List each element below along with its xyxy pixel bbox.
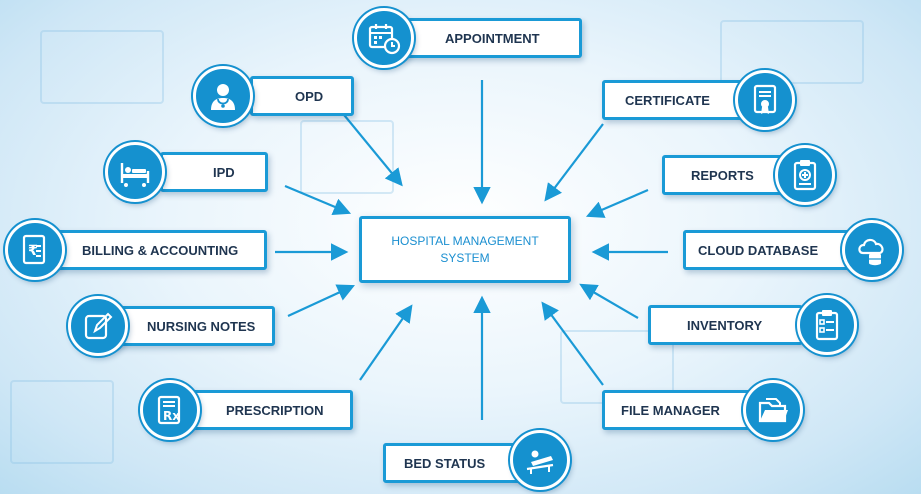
reports-label: REPORTS <box>691 167 754 183</box>
center-label: HOSPITAL MANAGEMENT SYSTEM <box>391 233 539 265</box>
file-manager-node[interactable]: FILE MANAGER <box>602 390 768 430</box>
doctor-icon <box>193 66 253 126</box>
background-decoration <box>40 30 164 104</box>
reports-node[interactable]: REPORTS <box>662 155 792 195</box>
cloud-database-label: CLOUD DATABASE <box>698 242 819 258</box>
cloud-database-icon <box>842 220 902 280</box>
opd-node[interactable]: OPD <box>250 76 354 116</box>
billing-accounting-node[interactable]: BILLING & ACCOUNTING <box>55 230 267 270</box>
edit-note-icon <box>68 296 128 356</box>
arrow-nursing <box>287 284 355 317</box>
nursing-notes-node[interactable]: NURSING NOTES <box>110 306 275 346</box>
opd-label: OPD <box>295 88 324 104</box>
certificate-node[interactable]: CERTIFICATE <box>602 80 752 120</box>
clipboard-report-icon <box>775 145 835 205</box>
prescription-label: PRESCRIPTION <box>226 402 324 418</box>
certificate-label: CERTIFICATE <box>625 92 710 108</box>
arrow-opd <box>339 109 403 187</box>
certificate-icon <box>735 70 795 130</box>
file-manager-label: FILE MANAGER <box>621 402 720 418</box>
bed-status-label: BED STATUS <box>404 455 486 471</box>
ipd-node[interactable]: IPD <box>160 152 268 192</box>
arrow-ipd <box>284 184 352 216</box>
arrow-inventory <box>579 283 639 319</box>
checklist-icon <box>797 295 857 355</box>
folder-icon <box>743 380 803 440</box>
rx-prescription-icon: Rx <box>140 380 200 440</box>
background-decoration <box>300 120 394 194</box>
arrow-reports <box>585 188 649 218</box>
svg-text:Rx: Rx <box>163 409 180 423</box>
arrow-file-manager <box>541 301 604 386</box>
hospital-management-system-node[interactable]: HOSPITAL MANAGEMENT SYSTEM <box>359 216 571 283</box>
appointment-node[interactable]: APPOINTMENT <box>394 18 582 58</box>
ipd-label: IPD <box>213 164 235 180</box>
background-decoration <box>720 20 864 84</box>
arrow-certificate <box>544 123 604 202</box>
calendar-clock-icon <box>354 8 414 68</box>
inventory-node[interactable]: INVENTORY <box>648 305 803 345</box>
hospital-bed-icon <box>105 142 165 202</box>
appointment-label: APPOINTMENT <box>445 30 540 46</box>
prescription-node[interactable]: PRESCRIPTION <box>185 390 353 430</box>
billing-accounting-label: BILLING & ACCOUNTING <box>82 242 239 258</box>
svg-text:₹: ₹ <box>28 243 38 259</box>
background-decoration <box>10 380 114 464</box>
nursing-notes-label: NURSING NOTES <box>147 318 256 334</box>
inventory-label: INVENTORY <box>687 317 763 333</box>
arrow-prescription <box>359 304 413 381</box>
rupee-invoice-icon: ₹ <box>5 220 65 280</box>
cloud-database-node[interactable]: CLOUD DATABASE <box>683 230 853 270</box>
patient-bed-icon <box>510 430 570 490</box>
